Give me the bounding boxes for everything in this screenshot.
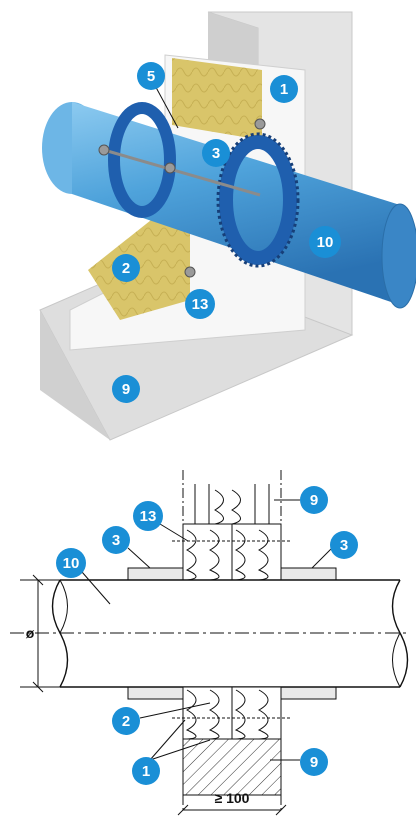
svg-text:10: 10 — [63, 555, 80, 572]
iso-wall-front — [40, 310, 110, 440]
svg-text:3: 3 — [340, 537, 348, 554]
svg-text:5: 5 — [147, 68, 155, 85]
iso-insulation-top-texture — [172, 58, 262, 140]
svg-text:13: 13 — [192, 296, 209, 313]
iso-bolt-icon — [98, 144, 110, 156]
section-diameter-dimension: ø — [20, 574, 60, 693]
section-wall-bottom — [182, 738, 282, 812]
svg-text:13: 13 — [140, 508, 157, 525]
svg-text:9: 9 — [310, 754, 318, 771]
section-insulation-bottom — [172, 686, 292, 740]
svg-text:10: 10 — [317, 234, 334, 251]
iso-collar-right — [216, 132, 300, 268]
svg-text:9: 9 — [122, 381, 130, 398]
section-collar-bottom-left — [127, 686, 184, 700]
section-collar-top-left — [127, 567, 184, 581]
section-wall-top — [182, 470, 282, 524]
section-callout-1: 1 — [132, 719, 211, 785]
section-callout-2: 2 — [112, 702, 211, 735]
iso-callout-5: 5 — [137, 62, 179, 129]
section-callout-3-left: 3 — [102, 526, 151, 569]
section-thickness-dimension: ≥ 100 — [177, 790, 287, 816]
iso-insulation-bottom-texture — [88, 205, 190, 320]
iso-callout-1: 1 — [270, 75, 298, 103]
section-insulation-top — [172, 489, 292, 581]
svg-text:3: 3 — [112, 532, 120, 549]
iso-callout-13: 13 — [185, 289, 215, 319]
iso-bolt-icon — [164, 162, 176, 174]
section-callout-9-top: 9 — [274, 486, 328, 514]
iso-view: 1 5 3 10 2 13 9 — [39, 11, 416, 441]
iso-bolt-icon — [254, 118, 266, 130]
section-callout-3-right: 3 — [311, 531, 358, 569]
iso-callout-9: 9 — [112, 375, 140, 403]
section-callout-10: 10 — [56, 548, 111, 605]
iso-collar-left — [108, 102, 176, 218]
svg-text:2: 2 — [122, 713, 130, 730]
iso-callout-2: 2 — [112, 254, 140, 282]
section-collar-top-right — [280, 567, 337, 581]
svg-text:1: 1 — [280, 81, 288, 98]
svg-text:9: 9 — [310, 492, 318, 509]
iso-callout-3: 3 — [202, 139, 230, 167]
diameter-symbol: ø — [26, 625, 35, 641]
section-view: ø ≥ 100 9 — [10, 470, 410, 816]
section-pipe — [10, 579, 410, 688]
iso-bolt-icon — [184, 266, 196, 278]
svg-text:2: 2 — [122, 260, 130, 277]
svg-text:3: 3 — [212, 145, 220, 162]
section-callout-9-bottom: 9 — [270, 748, 328, 776]
section-collar-bottom-right — [280, 686, 337, 700]
wall-thickness-label: ≥ 100 — [215, 790, 250, 806]
iso-callout-10: 10 — [309, 226, 341, 258]
iso-threaded-rod — [103, 148, 261, 197]
svg-text:1: 1 — [142, 763, 150, 780]
section-callout-13: 13 — [133, 501, 189, 542]
